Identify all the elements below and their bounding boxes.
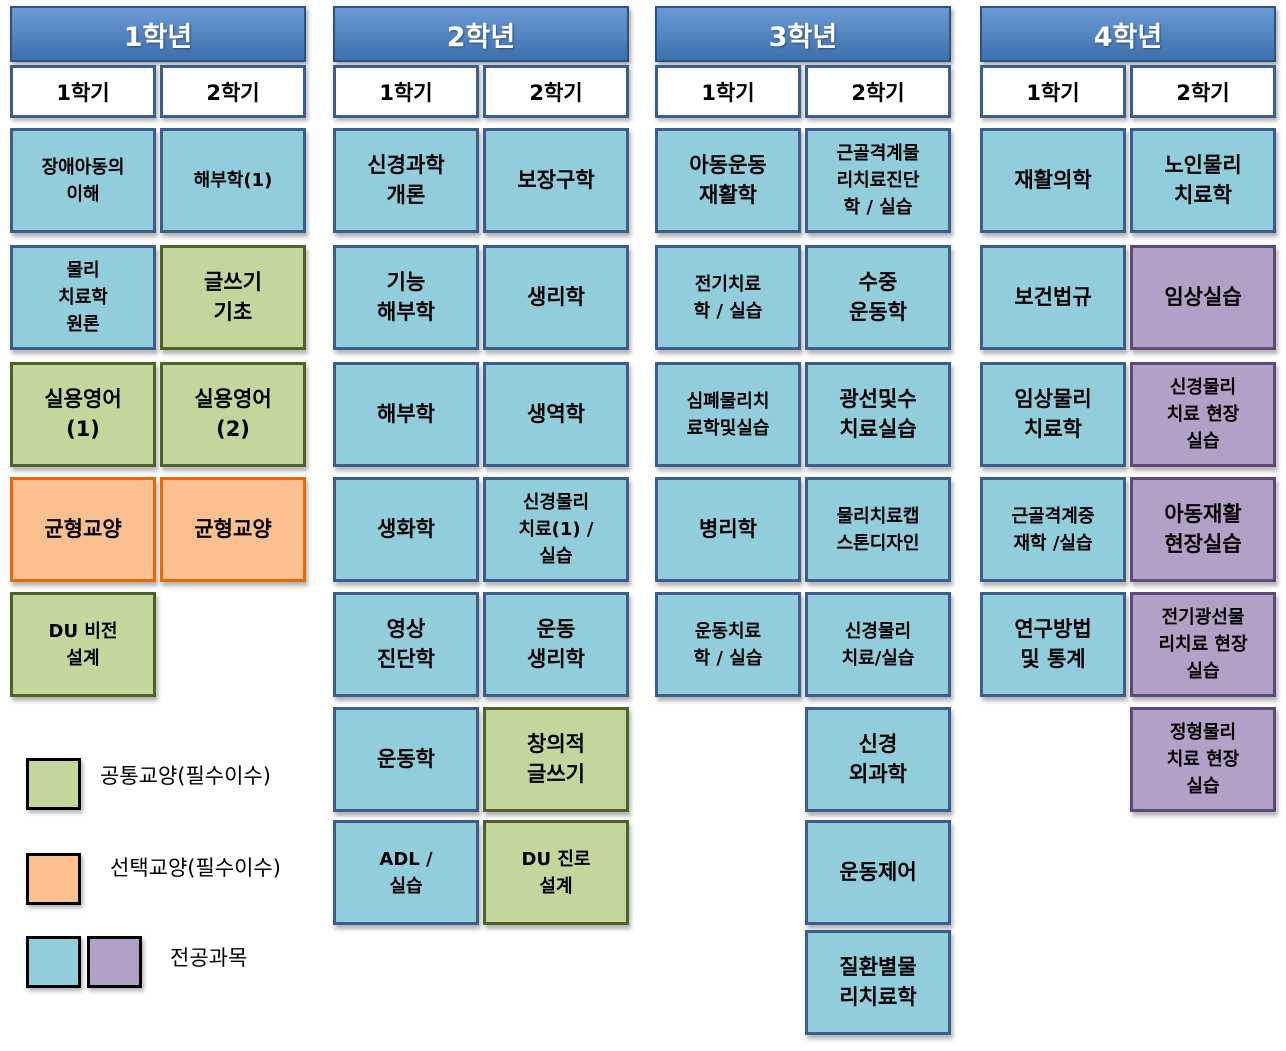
semester-header: 2학기 <box>1130 65 1276 118</box>
course-box: 운동제어 <box>805 820 951 925</box>
course-box: 장애아동의 이해 <box>10 128 156 233</box>
course-box: 실용영어 (1) <box>10 362 156 467</box>
course-box: 글쓰기 기초 <box>160 245 306 350</box>
course-box: 정형물리 치료 현장 실습 <box>1130 707 1276 812</box>
course-box: 생리학 <box>483 245 629 350</box>
course-box: DU 진로 설계 <box>483 820 629 925</box>
course-box: 근골격계물 리치료진단 학 / 실습 <box>805 128 951 233</box>
course-box: 재활의학 <box>980 128 1126 233</box>
course-box: 생화학 <box>333 477 479 582</box>
course-box: 질환별물 리치료학 <box>805 930 951 1035</box>
course-box: 전기광선물 리치료 현장 실습 <box>1130 592 1276 697</box>
course-box: 전기치료 학 / 실습 <box>655 245 801 350</box>
semester-header: 1학기 <box>10 65 156 118</box>
course-box: 물리치료캡 스톤디자인 <box>805 477 951 582</box>
course-box: 보장구학 <box>483 128 629 233</box>
course-box: 창의적 글쓰기 <box>483 707 629 812</box>
semester-header: 2학기 <box>483 65 629 118</box>
course-box: 신경과학 개론 <box>333 128 479 233</box>
legend-swatch-major-blue <box>26 936 81 988</box>
course-box: 영상 진단학 <box>333 592 479 697</box>
course-box: 물리 치료학 원론 <box>10 245 156 350</box>
course-box: 신경 외과학 <box>805 707 951 812</box>
legend-elective-label: 선택교양(필수이수) <box>110 856 281 880</box>
semester-header: 1학기 <box>980 65 1126 118</box>
year-header: 2학년 <box>333 6 629 62</box>
legend-swatch-elective <box>26 853 81 905</box>
course-box: 운동치료 학 / 실습 <box>655 592 801 697</box>
course-box: 실용영어 (2) <box>160 362 306 467</box>
year-header: 3학년 <box>655 6 951 62</box>
course-box: 연구방법 및 통계 <box>980 592 1126 697</box>
course-box: 광선및수 치료실습 <box>805 362 951 467</box>
course-box: 신경물리 치료(1) / 실습 <box>483 477 629 582</box>
course-box: 아동운동 재활학 <box>655 128 801 233</box>
course-box: 운동학 <box>333 707 479 812</box>
course-box: 임상실습 <box>1130 245 1276 350</box>
course-box: ADL / 실습 <box>333 820 479 925</box>
semester-header: 2학기 <box>160 65 306 118</box>
semester-header: 1학기 <box>655 65 801 118</box>
course-box: 근골격계중 재학 /실습 <box>980 477 1126 582</box>
year-header: 1학년 <box>10 6 306 62</box>
course-box: 심폐물리치 료학및실습 <box>655 362 801 467</box>
course-box: 기능 해부학 <box>333 245 479 350</box>
course-box: 생역학 <box>483 362 629 467</box>
course-box: 아동재활 현장실습 <box>1130 477 1276 582</box>
course-box: 노인물리 치료학 <box>1130 128 1276 233</box>
course-box: 해부학 <box>333 362 479 467</box>
semester-header: 2학기 <box>805 65 951 118</box>
course-box: 균형교양 <box>160 477 306 582</box>
course-box: 운동 생리학 <box>483 592 629 697</box>
course-box: 균형교양 <box>10 477 156 582</box>
semester-header: 1학기 <box>333 65 479 118</box>
legend-swatch-common <box>26 758 81 810</box>
course-box: DU 비전 설계 <box>10 592 156 697</box>
course-box: 해부학(1) <box>160 128 306 233</box>
course-box: 신경물리 치료 현장 실습 <box>1130 362 1276 467</box>
course-box: 임상물리 치료학 <box>980 362 1126 467</box>
course-box: 신경물리 치료/실습 <box>805 592 951 697</box>
year-header: 4학년 <box>980 6 1276 62</box>
legend-major-label: 전공과목 <box>170 946 248 970</box>
course-box: 병리학 <box>655 477 801 582</box>
course-box: 수중 운동학 <box>805 245 951 350</box>
legend-common-label: 공통교양(필수이수) <box>100 764 271 788</box>
legend-swatch-major-purple <box>87 936 142 988</box>
course-box: 보건법규 <box>980 245 1126 350</box>
